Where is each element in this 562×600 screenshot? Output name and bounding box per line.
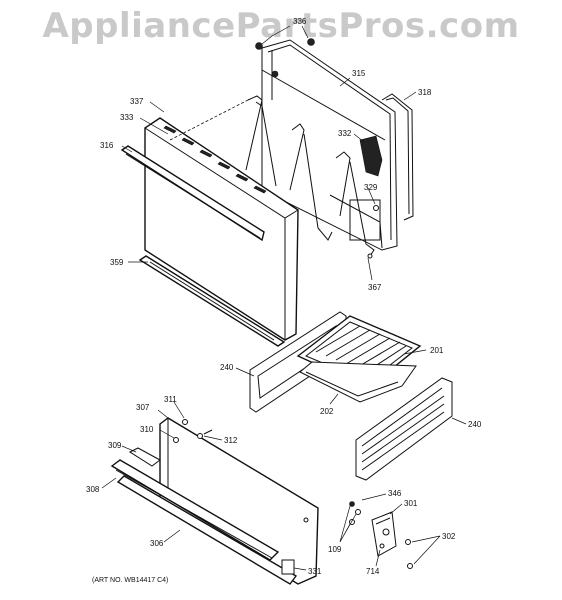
drawer-screws [173, 419, 213, 443]
callout-240-right: 240 [468, 420, 482, 429]
callout-346: 346 [388, 489, 402, 498]
callout-309: 309 [108, 441, 122, 450]
hinge-top-hardware-336 [255, 38, 315, 100]
callout-301: 301 [404, 499, 418, 508]
callout-333: 333 [120, 113, 134, 122]
callout-331: 331 [308, 567, 322, 576]
outer-door-panel [144, 117, 299, 341]
callout-308: 308 [86, 485, 100, 494]
callout-332: 332 [338, 129, 352, 138]
callout-367: 367 [368, 283, 382, 292]
end-cap-331 [281, 559, 295, 575]
drawer-handle-306 [110, 459, 298, 585]
callout-329: 329 [364, 183, 378, 192]
screw-329 [373, 205, 379, 211]
art-number-label: (ART NO. WB14417 C4) [92, 577, 168, 584]
callout-316: 316 [100, 141, 114, 150]
callout-leaders [101, 25, 467, 571]
callout-359: 359 [110, 258, 124, 267]
broiler-side-panel-240-right [355, 377, 453, 481]
watermark-text: AppliancePartsPros.com [42, 6, 520, 46]
door-gasket-318 [381, 93, 414, 221]
clip-309 [128, 447, 161, 467]
callout-306: 306 [150, 539, 164, 548]
callout-336: 336 [293, 17, 307, 26]
callout-337: 337 [130, 97, 144, 106]
door-hinge-wires [245, 95, 375, 259]
callout-310: 310 [140, 425, 154, 434]
door-handle-316 [120, 145, 265, 242]
callout-318: 318 [418, 88, 432, 97]
callout-201: 201 [430, 346, 444, 355]
callout-302: 302 [442, 532, 456, 541]
callout-714: 714 [366, 567, 380, 576]
hinge-bracket-301 [371, 511, 397, 557]
callout-202: 202 [320, 407, 334, 416]
callout-312: 312 [224, 436, 238, 445]
callout-240-left: 240 [220, 363, 234, 372]
broiler-pan-202 [299, 361, 417, 403]
hinge-bracket-332 [359, 135, 383, 177]
callout-109: 109 [328, 545, 342, 554]
door-trim-strip-359 [138, 255, 286, 347]
callout-307: 307 [136, 403, 150, 412]
callout-315: 315 [352, 69, 366, 78]
callout-311: 311 [164, 395, 177, 404]
